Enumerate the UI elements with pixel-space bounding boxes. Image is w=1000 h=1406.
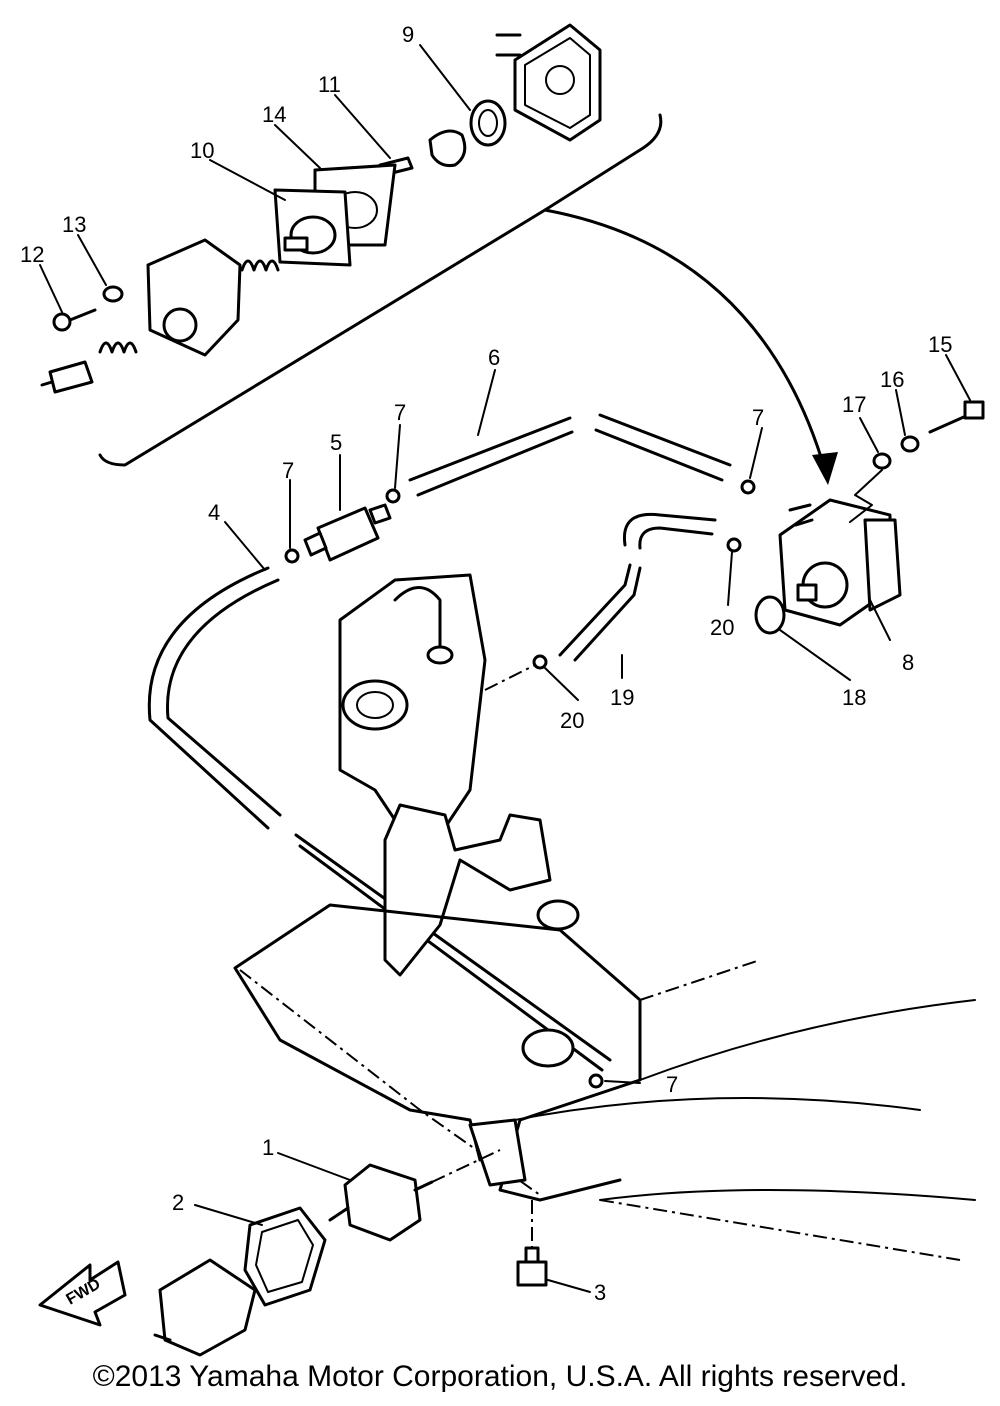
- pump-body-upper: [146, 238, 242, 357]
- washer-part: [102, 285, 124, 303]
- clip-7-a: [284, 548, 300, 564]
- callout-7-b: 7: [394, 400, 406, 425]
- washer-17: [872, 452, 892, 470]
- callout-10: 10: [190, 138, 214, 163]
- diaphragm-part: [469, 99, 507, 147]
- callout-13: 13: [62, 212, 86, 237]
- callout-16: 16: [880, 367, 904, 392]
- callout-20-b: 20: [710, 615, 734, 640]
- joint-dash-line: [431, 1149, 501, 1183]
- fwd-arrow: FWD: [38, 1260, 127, 1327]
- callout-20-a: 20: [560, 708, 584, 733]
- cowling-panel: [468, 1118, 527, 1187]
- callout-2: 2: [172, 1190, 184, 1215]
- callout-3: 3: [594, 1280, 606, 1305]
- assembly-line-pump: [849, 469, 883, 523]
- fuel-joint: [328, 1163, 434, 1242]
- fuel-pump: [778, 498, 902, 627]
- joint-gasket: [243, 1206, 327, 1307]
- leader-lines: [39, 44, 971, 1293]
- clip-7-d: [588, 1073, 604, 1089]
- washer-16: [900, 435, 920, 453]
- callout-15: 15: [928, 332, 952, 357]
- fuel-filter: [303, 503, 392, 562]
- lower-cowling-curves: [489, 999, 976, 1201]
- callout-8: 8: [902, 650, 914, 675]
- callout-12: 12: [20, 242, 44, 267]
- fuel-connector: [153, 1258, 257, 1357]
- callout-18: 18: [842, 685, 866, 710]
- hose-19: [558, 563, 642, 662]
- callout-7-a: 7: [282, 458, 294, 483]
- callout-5: 5: [330, 430, 342, 455]
- inset-arrowhead: [812, 452, 838, 485]
- callout-1: 1: [262, 1135, 274, 1160]
- carb-dash-line: [484, 664, 536, 691]
- clip-7-c: [740, 479, 756, 495]
- copyright-notice: ©2013 Yamaha Motor Corporation, U.S.A. A…: [92, 1360, 908, 1393]
- hose-4: [147, 566, 282, 830]
- callout-7-d: 7: [666, 1072, 678, 1097]
- callout-4: 4: [208, 500, 220, 525]
- spring-lower: [98, 341, 138, 354]
- callout-14: 14: [262, 102, 286, 127]
- inset-arrow: [543, 208, 827, 472]
- clip-7-b: [385, 488, 401, 504]
- drain-screw: [516, 1200, 548, 1287]
- clip-20-b: [532, 654, 548, 670]
- callout-7-c: 7: [752, 405, 764, 430]
- callout-6: 6: [488, 345, 500, 370]
- hose-6b: [594, 413, 732, 482]
- cowling-cup: [521, 1028, 575, 1068]
- hose-loop: [622, 512, 717, 550]
- callout-19: 19: [610, 685, 634, 710]
- pump-cover-plate: [495, 23, 602, 142]
- clip-20-a: [726, 537, 742, 553]
- check-valve-part: [40, 360, 94, 394]
- spring-upper: [240, 259, 280, 272]
- engine-bracket: [383, 803, 580, 977]
- callout-17: 17: [842, 392, 866, 417]
- diaphragm-assembly: [273, 188, 352, 267]
- hose-6a: [408, 416, 574, 497]
- screw-part: [52, 308, 97, 332]
- carburetor: [338, 573, 487, 837]
- o-ring: [754, 595, 786, 635]
- bolt-part: [928, 400, 985, 434]
- callout-11: 11: [318, 72, 341, 97]
- callout-9: 9: [402, 22, 414, 47]
